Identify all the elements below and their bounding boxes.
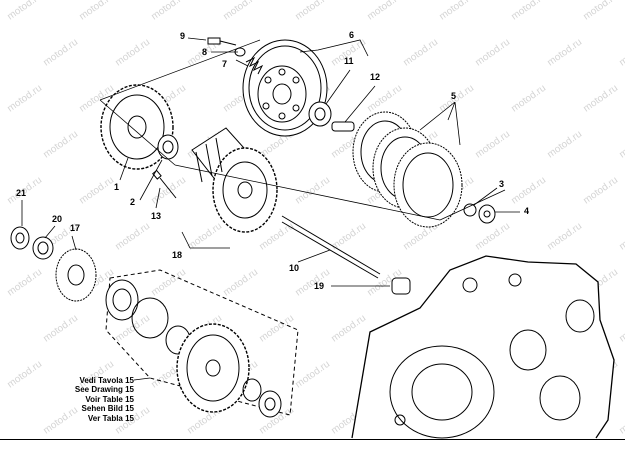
callout-18: 18	[172, 250, 182, 260]
watermark-text: motod.ru	[221, 267, 260, 299]
lock-washer-4	[478, 204, 496, 224]
watermark-text: motod.ru	[437, 0, 476, 22]
watermark-text: motod.ru	[617, 37, 625, 69]
engine-crankcase	[351, 255, 615, 439]
see-drawing-note: Vedi Tavola 15 See Drawing 15 Voir Table…	[62, 376, 134, 423]
pressure-plate-assembly	[242, 39, 328, 137]
watermark-text: motod.ru	[473, 221, 512, 253]
see-note-es: Ver Tabla 15	[87, 413, 134, 423]
reference-outline	[105, 269, 299, 416]
callout-12: 12	[370, 72, 380, 82]
reference-washers	[242, 378, 282, 418]
callout-2: 2	[130, 197, 135, 207]
reference-gear	[176, 323, 250, 413]
callout-17: 17	[70, 223, 80, 233]
clutch-drum	[191, 127, 278, 233]
see-note-fr: Voir Table 15	[85, 394, 134, 404]
watermark-text: motod.ru	[5, 83, 44, 115]
watermark-text: motod.ru	[41, 313, 80, 345]
callout-3: 3	[499, 179, 504, 189]
watermark-text: motod.ru	[149, 175, 188, 207]
watermark-text: motod.ru	[257, 313, 296, 345]
watermark-text: motod.ru	[113, 221, 152, 253]
watermark-text: motod.ru	[77, 175, 116, 207]
watermark-text: motod.ru	[77, 0, 116, 22]
watermark-text: motod.ru	[617, 129, 625, 161]
watermark-text: motod.ru	[41, 37, 80, 69]
callout-5: 5	[451, 91, 456, 101]
watermark-text: motod.ru	[149, 267, 188, 299]
washer-20	[32, 236, 54, 260]
clutch-plates	[352, 111, 463, 228]
bearing-11	[308, 101, 332, 127]
watermark-text: motod.ru	[293, 267, 332, 299]
watermark-text: motod.ru	[221, 0, 260, 22]
callout-9: 9	[180, 31, 185, 41]
watermark-text: motod.ru	[293, 359, 332, 391]
watermark-text: motod.ru	[473, 129, 512, 161]
nut-3	[463, 203, 477, 217]
callout-13: 13	[151, 211, 161, 221]
callout-labels: 1 2 3 4 5 6 7 8 9 10 11 12 13 17 18 19 2…	[16, 30, 529, 291]
spring	[245, 56, 264, 75]
callout-6: 6	[349, 30, 354, 40]
callout-1: 1	[114, 182, 119, 192]
watermark-text: motod.ru	[617, 221, 625, 253]
watermark-text: motod.ru	[509, 83, 548, 115]
callout-11: 11	[344, 56, 354, 66]
watermark-text: motod.ru	[365, 83, 404, 115]
watermark-text: motod.ru	[581, 175, 620, 207]
watermark-text: motod.ru	[365, 0, 404, 22]
gear-17	[55, 248, 97, 302]
watermark-text: motod.ru	[41, 129, 80, 161]
nut-21	[10, 226, 30, 250]
bushing-19	[391, 277, 411, 295]
callout-10: 10	[289, 263, 299, 273]
watermark-text: motod.ru	[5, 267, 44, 299]
watermark-text: motod.ru	[581, 0, 620, 22]
watermark-text: motod.ru	[509, 0, 548, 22]
callout-7: 7	[222, 59, 227, 69]
watermark-text: motod.ru	[545, 221, 584, 253]
callout-20: 20	[52, 214, 62, 224]
callout-4: 4	[524, 206, 529, 216]
watermark-text: motod.ru	[149, 0, 188, 22]
watermark-text: motod.ru	[437, 83, 476, 115]
callout-19: 19	[314, 281, 324, 291]
watermark-text: motod.ru	[293, 0, 332, 22]
see-note-de: Sehen Bild 15	[81, 404, 134, 414]
leader-lines	[21, 37, 520, 381]
watermark-text: motod.ru	[617, 405, 625, 437]
watermark-text: motod.ru	[329, 313, 368, 345]
pushrod-12	[331, 121, 355, 132]
watermark-text: motod.ru	[113, 37, 152, 69]
watermark-text: motod.ru	[401, 37, 440, 69]
watermark-text: motod.ru	[473, 37, 512, 69]
washer-2	[157, 134, 179, 160]
watermark-text: motod.ru	[257, 221, 296, 253]
bolt-9	[207, 37, 237, 46]
watermark-text: motod.ru	[581, 83, 620, 115]
watermark-text: motod.ru	[545, 37, 584, 69]
bottom-rule	[0, 439, 625, 440]
watermark-text: motod.ru	[509, 175, 548, 207]
watermark-text: motod.ru	[5, 359, 44, 391]
callout-8: 8	[202, 47, 207, 57]
see-note-en: See Drawing 15	[74, 385, 134, 395]
watermark-text: motod.ru	[5, 0, 44, 22]
watermark-text: motod.ru	[545, 129, 584, 161]
watermark-text: motod.ru	[617, 313, 625, 345]
see-note-it: Vedi Tavola 15	[79, 376, 134, 385]
callout-21: 21	[16, 188, 26, 198]
